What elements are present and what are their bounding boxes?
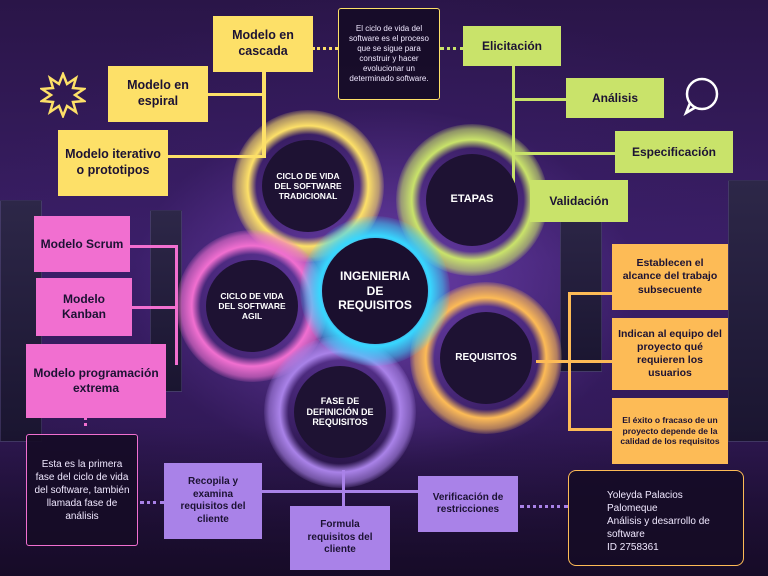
definition-note: El ciclo de vida del software es el proc… — [338, 8, 440, 100]
connector — [165, 155, 264, 158]
center-topic: INGENIERIA DE REQUISITOS — [322, 238, 428, 344]
sun-burst-icon — [40, 72, 86, 118]
connector — [512, 98, 567, 101]
stage-especificacion: Especificación — [615, 131, 733, 173]
dotted-connector — [520, 505, 568, 508]
connector — [568, 428, 613, 431]
speech-bubble-icon — [683, 77, 719, 116]
server-rack-right — [560, 200, 602, 372]
connector — [568, 292, 613, 295]
fase-note: Esta es la primera fase del ciclo de vid… — [26, 434, 138, 546]
connector — [512, 152, 617, 155]
req-exito: El éxito o fracaso de un proyecto depend… — [612, 398, 728, 464]
model-espiral: Modelo en espiral — [108, 66, 208, 122]
server-rack-right-2 — [728, 180, 768, 442]
fase-verificacion: Verificación de restricciones — [418, 476, 518, 532]
model-iterativo: Modelo iterativo o prototipos — [58, 130, 168, 196]
author-id: ID 2758361 — [607, 542, 659, 553]
req-alcance: Establecen el alcance del trabajo subsec… — [612, 244, 728, 310]
connector — [262, 48, 266, 158]
model-scrum: Modelo Scrum — [34, 216, 130, 272]
dotted-connector — [140, 501, 164, 504]
author-note: Yoleyda Palacios Palomeque Análisis y de… — [568, 470, 744, 566]
connector — [512, 48, 515, 183]
stage-elicitacion: Elicitación — [463, 26, 561, 66]
connector — [180, 93, 264, 96]
model-xp: Modelo programación extrema — [26, 344, 166, 418]
fase-recopila: Recopila y examina requisitos del client… — [164, 463, 262, 539]
connector — [262, 490, 422, 493]
circle-fase: FASE DE DEFINICIÓN DE REQUISITOS — [294, 366, 386, 458]
req-equipo: Indican al equipo del proyecto qué requi… — [612, 318, 728, 390]
fase-formula: Formula requisitos del cliente — [290, 506, 390, 570]
circle-tradicional: CICLO DE VIDA DEL SOFTWARE TRADICIONAL — [262, 140, 354, 232]
dotted-connector — [312, 47, 338, 50]
stage-validacion: Validación — [530, 180, 628, 222]
circle-etapas: ETAPAS — [426, 154, 518, 246]
connector — [128, 245, 178, 248]
connector — [128, 306, 178, 309]
dotted-connector — [440, 47, 464, 50]
model-cascada: Modelo en cascada — [213, 16, 313, 72]
stage-analisis: Análisis — [566, 78, 664, 118]
author-course: Análisis y desarrollo de software — [607, 516, 710, 540]
author-name: Yoleyda Palacios Palomeque — [607, 490, 683, 514]
circle-requisitos: REQUISITOS — [440, 312, 532, 404]
circle-agil: CICLO DE VIDA DEL SOFTWARE AGIL — [206, 260, 298, 352]
connector — [536, 360, 613, 363]
model-kanban: Modelo Kanban — [36, 278, 132, 336]
